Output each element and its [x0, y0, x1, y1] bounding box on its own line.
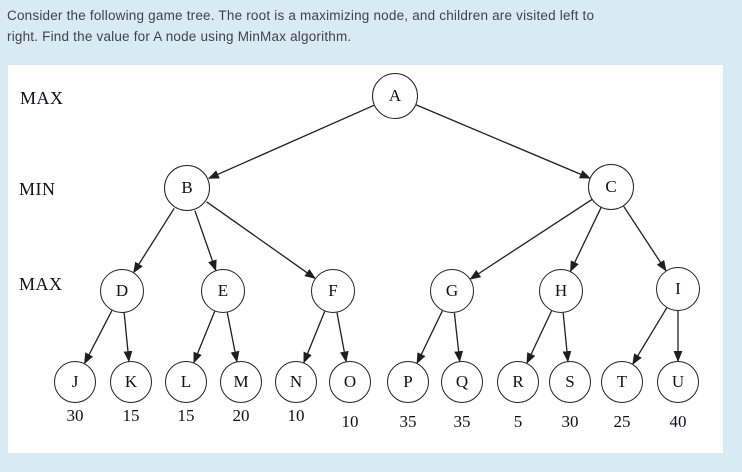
leaf-node-L: L: [165, 361, 207, 403]
leaf-node-K: K: [110, 361, 152, 403]
leaf-node-N: N: [275, 361, 317, 403]
tree-node-D-label: D: [115, 281, 129, 300]
leaf-node-U-label: U: [671, 372, 685, 391]
tree-node-C: C: [588, 164, 634, 210]
leaf-value-P: 35: [399, 412, 417, 431]
tree-node-G-label: G: [445, 281, 459, 300]
tree-node-D: D: [100, 269, 144, 313]
tree-node-B-label: B: [181, 178, 193, 197]
tree-node-H: H: [539, 269, 583, 313]
leaf-node-L-label: L: [180, 372, 192, 391]
leaf-node-P: P: [387, 361, 429, 403]
leaf-value-J: 30: [66, 406, 84, 425]
leaf-node-T-label: T: [616, 372, 628, 391]
leaf-node-O-label: O: [343, 372, 357, 391]
tree-node-C-label: C: [605, 177, 617, 196]
leaf-value-R: 5: [513, 412, 523, 431]
leaf-value-L: 15: [177, 406, 195, 425]
tree-node-I-label: I: [675, 279, 681, 298]
leaf-value-O: 10: [341, 412, 359, 431]
tree-node-E-label: E: [217, 281, 229, 300]
tree-node-A: A: [372, 73, 418, 119]
question-line-1: Consider the following game tree. The ro…: [7, 8, 595, 23]
leaf-node-Q-label: Q: [455, 372, 469, 391]
tree-node-B: B: [164, 165, 210, 211]
question-text: Consider the following game tree. The ro…: [7, 5, 727, 47]
leaf-node-Q: Q: [441, 361, 483, 403]
tree-node-E: E: [201, 269, 245, 313]
leaf-value-Q: 35: [453, 412, 471, 431]
level-label-max-lower: MAX: [19, 274, 63, 294]
leaf-node-K-label: K: [124, 372, 138, 391]
leaf-node-R-label: R: [512, 372, 524, 391]
leaf-node-S: S: [549, 361, 591, 403]
question-line-2: right. Find the value for A node using M…: [7, 29, 352, 44]
leaf-value-U: 40: [669, 412, 687, 431]
leaf-node-M: M: [220, 361, 262, 403]
leaf-node-M-label: M: [233, 372, 249, 391]
leaf-node-R: R: [497, 361, 539, 403]
leaf-value-M: 20: [232, 406, 250, 425]
leaf-node-J: J: [54, 361, 96, 403]
tree-node-I: I: [656, 267, 700, 311]
leaf-node-U: U: [657, 361, 699, 403]
tree-node-G: G: [430, 269, 474, 313]
leaf-node-S-label: S: [565, 372, 575, 391]
leaf-value-T: 25: [613, 412, 631, 431]
leaf-node-T: T: [601, 361, 643, 403]
leaf-value-K: 15: [122, 406, 140, 425]
tree-node-A-label: A: [388, 86, 402, 105]
level-label-min: MIN: [19, 179, 56, 199]
tree-node-F-label: F: [328, 281, 338, 300]
leaf-node-N-label: N: [289, 372, 303, 391]
leaf-value-S: 30: [561, 412, 579, 431]
leaf-node-P-label: P: [403, 372, 413, 391]
tree-node-F: F: [311, 269, 355, 313]
tree-node-H-label: H: [554, 281, 568, 300]
leaf-node-O: O: [329, 361, 371, 403]
leaf-node-J-label: J: [71, 372, 79, 391]
leaf-value-N: 10: [287, 406, 305, 425]
level-label-max-root: MAX: [20, 88, 64, 108]
